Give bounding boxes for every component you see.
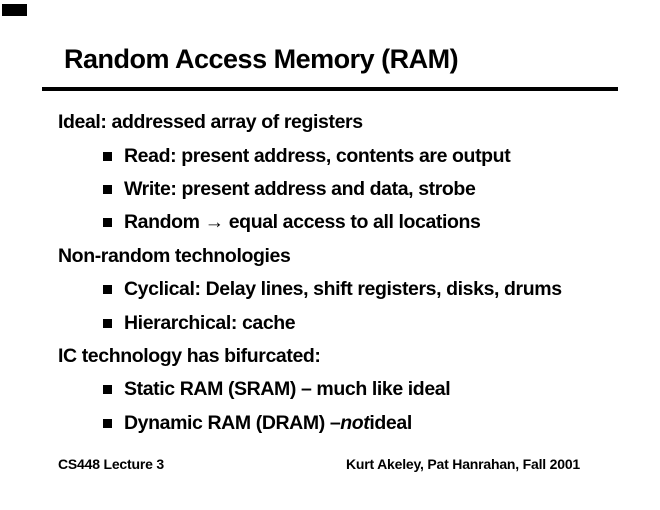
outline-item-text-prefix: Dynamic RAM (DRAM) – (124, 411, 341, 434)
outline-item-ic-technology: IC technology has bifurcated: (0, 340, 660, 373)
outline-item-read: Read: present address, contents are outp… (0, 139, 660, 172)
outline-item-nonrandom: Non-random technologies (0, 240, 660, 273)
square-bullet-icon (103, 151, 112, 161)
outline-item-text: Cyclical: Delay lines, shift registers, … (124, 278, 562, 301)
square-bullet-icon (103, 184, 112, 194)
outline-item-hierarchical: Hierarchical: cache (0, 306, 660, 339)
outline-item-text: Ideal: addressed array of registers (58, 111, 363, 134)
square-bullet-icon (103, 285, 112, 295)
square-bullet-icon (103, 218, 112, 228)
outline-item-random: Random → equal access to all locations (0, 206, 660, 239)
outline-item-text: Random → equal access to all locations (124, 211, 481, 234)
outline-item-text: Static RAM (SRAM) – much like ideal (124, 378, 451, 401)
slide-title: Random Access Memory (RAM) (64, 44, 459, 74)
slide-body-outline: Ideal: addressed array of registers Read… (0, 106, 660, 440)
outline-item-text-italic: not (340, 411, 370, 434)
footer-course-label: CS448 Lecture 3 (58, 456, 164, 472)
outline-item-text-suffix: ideal (369, 411, 412, 434)
outline-item-text: Read: present address, contents are outp… (124, 144, 511, 167)
outline-item-text: IC technology has bifurcated: (58, 344, 321, 367)
outline-item-text: Hierarchical: cache (124, 311, 296, 334)
outline-item-sram: Static RAM (SRAM) – much like ideal (0, 373, 660, 406)
square-bullet-icon (103, 385, 112, 395)
outline-item-dram: Dynamic RAM (DRAM) – not ideal (0, 407, 660, 440)
corner-mark (2, 4, 27, 16)
footer-authors-label: Kurt Akeley, Pat Hanrahan, Fall 2001 (345, 456, 580, 472)
outline-item-text: Non-random technologies (58, 244, 291, 267)
square-bullet-icon (103, 418, 112, 428)
outline-item-text: Write: present address and data, strobe (124, 177, 476, 200)
outline-item-cyclical: Cyclical: Delay lines, shift registers, … (0, 273, 660, 306)
outline-item-ideal: Ideal: addressed array of registers (0, 106, 660, 139)
title-underline-rule (42, 87, 618, 91)
square-bullet-icon (103, 318, 112, 328)
outline-item-write: Write: present address and data, strobe (0, 173, 660, 206)
